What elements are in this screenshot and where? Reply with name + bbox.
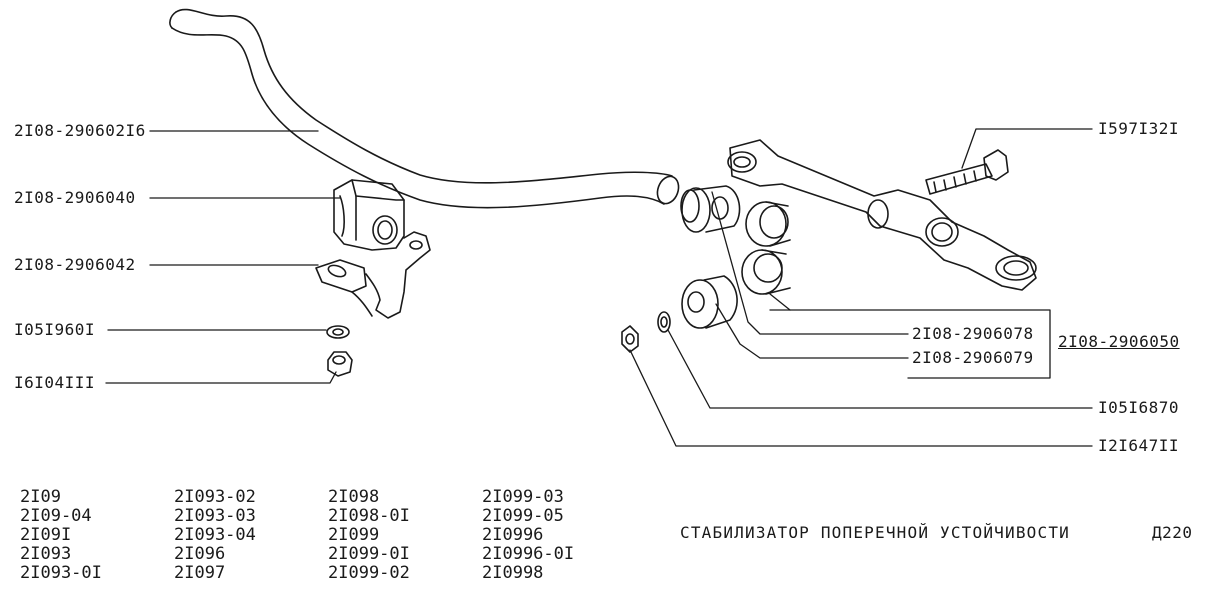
model-item: 2I099-05 <box>482 506 564 526</box>
model-item: 2I09 <box>20 487 61 507</box>
model-item: 2I093-04 <box>174 525 256 545</box>
leader-lines <box>105 128 1093 447</box>
callout-cushion: 2I08-2906040 <box>14 188 136 207</box>
nut-right <box>621 325 639 353</box>
callout-bracket: 2I08-2906042 <box>14 255 136 274</box>
model-item: 2I093-0I <box>20 563 102 583</box>
model-item: 2I09-04 <box>20 506 92 526</box>
nut-left <box>327 351 353 377</box>
washer-right <box>657 311 671 333</box>
callout-bushing-078: 2I08-2906078 <box>912 324 1034 343</box>
diagram-caption: СТАБИЛИЗАТОР ПОПЕРЕЧНОЙ УСТОЙЧИВОСТИ <box>680 523 1070 542</box>
cushion <box>333 179 405 251</box>
callout-bolt: I597I32I <box>1098 119 1180 138</box>
callout-washer-right: I05I6870 <box>1098 398 1180 417</box>
callout-bar: 2I08-290602I6 <box>14 121 146 140</box>
model-item: 2I099-0I <box>328 544 410 564</box>
page-reference: Д220 <box>1152 523 1193 542</box>
model-item: 2I093-03 <box>174 506 256 526</box>
model-item: 2I0996-0I <box>482 544 575 564</box>
callout-bushing-079: 2I08-2906079 <box>912 348 1034 367</box>
model-item: 2I096 <box>174 544 226 564</box>
callout-nut-left: I6I04III <box>14 373 96 392</box>
model-item: 2I0996 <box>482 525 544 545</box>
model-item: 2I098 <box>328 487 380 507</box>
control-arm <box>727 139 1037 291</box>
model-item: 2I097 <box>174 563 226 583</box>
bolt <box>925 149 1009 195</box>
sleeve-lower <box>741 249 791 295</box>
model-item: 2I098-0I <box>328 506 410 526</box>
callout-assembly: 2I08-2906050 <box>1058 332 1180 351</box>
model-item: 2I093-02 <box>174 487 256 507</box>
sleeve-upper <box>745 201 791 247</box>
callout-washer-left: I05I960I <box>14 320 96 339</box>
model-item: 2I093 <box>20 544 72 564</box>
model-item: 2I0998 <box>482 563 544 583</box>
model-item: 2I099-03 <box>482 487 564 507</box>
bushing-lower <box>681 275 738 329</box>
washer-left <box>326 325 350 339</box>
callout-nut-right: I2I647II <box>1098 436 1180 455</box>
bracket <box>315 231 431 319</box>
model-item: 2I09I <box>20 525 72 545</box>
bushing-upper <box>680 185 741 233</box>
model-item: 2I099-02 <box>328 563 410 583</box>
model-item: 2I099 <box>328 525 380 545</box>
stabilizer-bar <box>169 8 680 209</box>
